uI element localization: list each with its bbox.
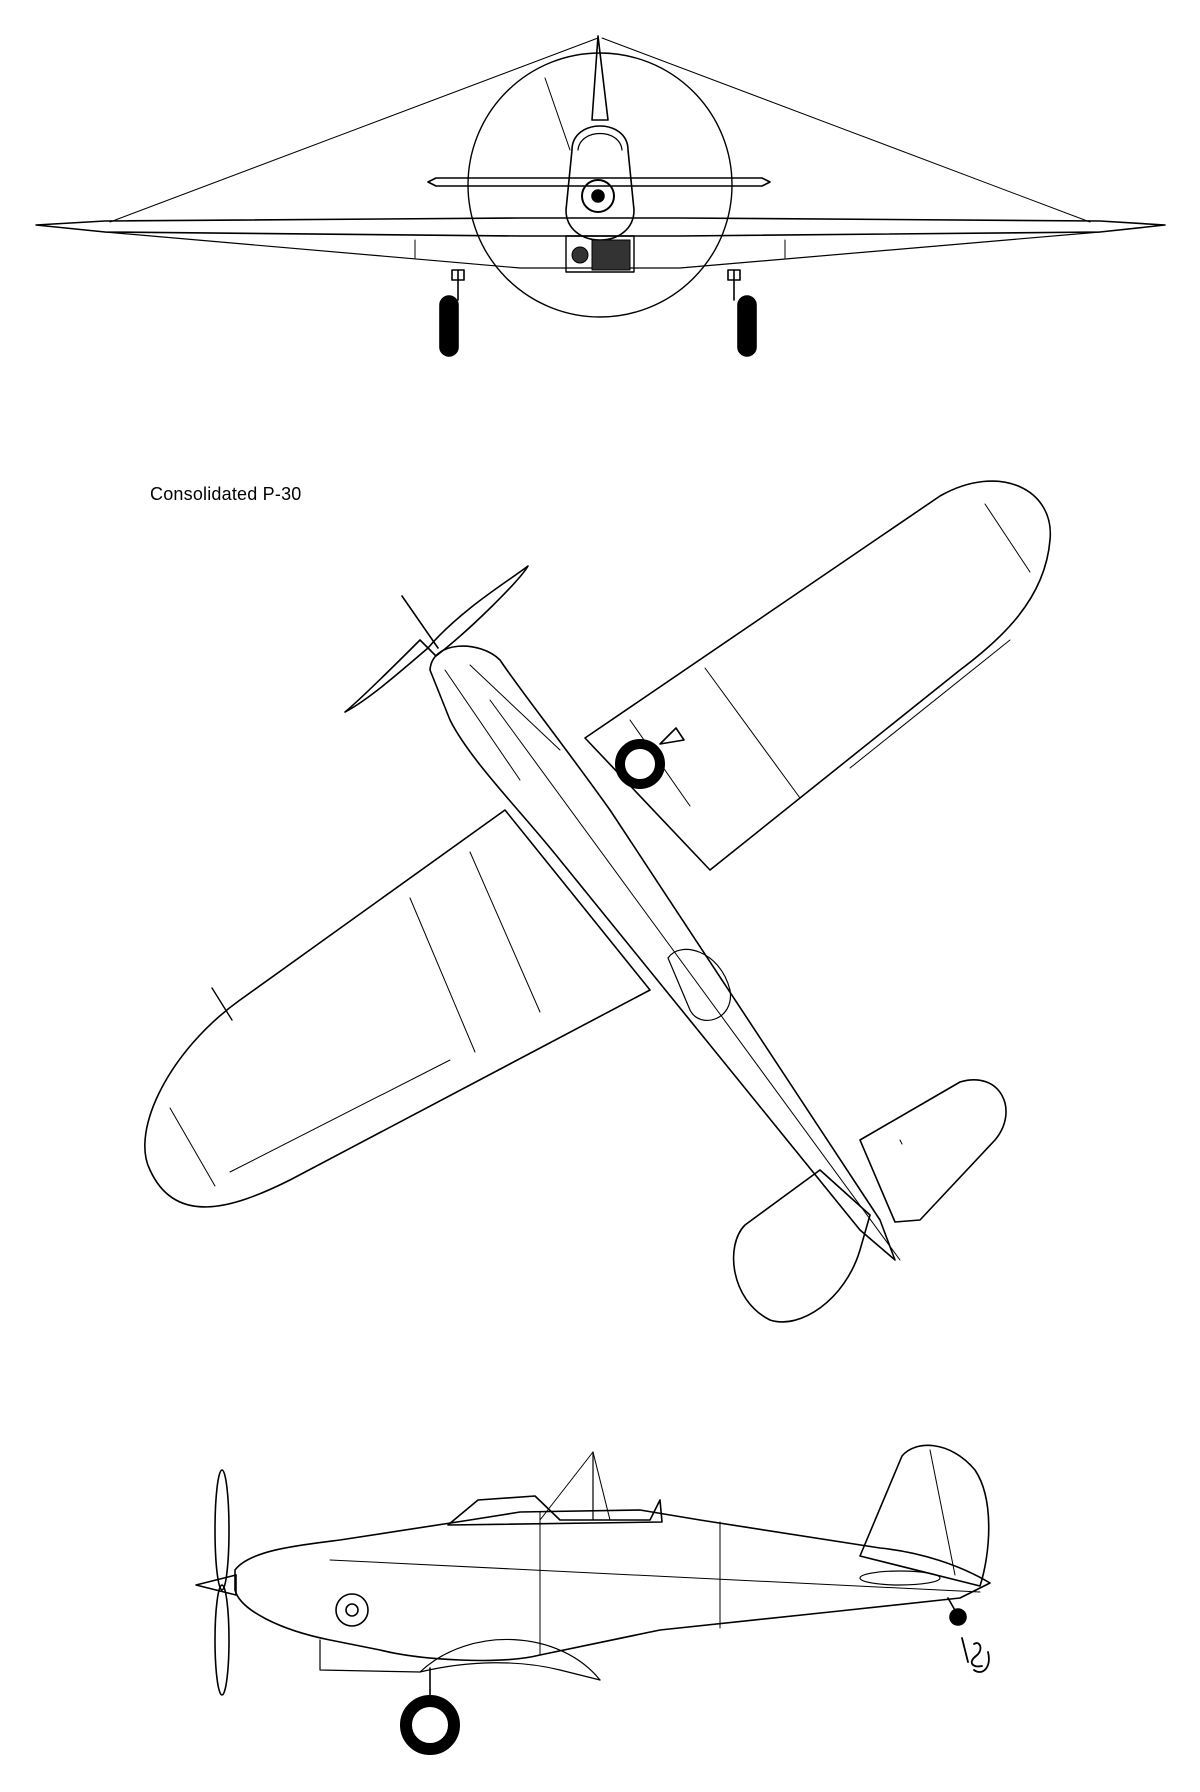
- top-view: [145, 481, 1050, 1322]
- side-main-wheel: [406, 1701, 454, 1749]
- side-tail-wheel: [950, 1609, 966, 1625]
- front-fuselage: [566, 126, 634, 240]
- top-canopy: [668, 949, 730, 1020]
- front-landing-gear-left: [440, 270, 464, 356]
- propeller-disc: [468, 53, 732, 317]
- top-wing-left: [145, 810, 650, 1207]
- side-propeller: [196, 1470, 236, 1695]
- front-spinner: [582, 180, 614, 212]
- front-fin: [592, 36, 608, 120]
- side-fin: [860, 1445, 989, 1586]
- side-canopy: [448, 1496, 662, 1525]
- side-fuselage: [235, 1510, 990, 1660]
- top-tail-right: [860, 1080, 1006, 1222]
- side-view: [196, 1445, 990, 1749]
- artist-signature: [962, 1638, 989, 1672]
- top-wing-right: [585, 481, 1050, 870]
- front-landing-gear-right: [728, 270, 756, 356]
- top-fuselage: [430, 646, 895, 1260]
- side-engine-detail: [336, 1594, 368, 1626]
- top-propeller: [345, 566, 528, 712]
- drawing-title: Consolidated P-30: [150, 484, 302, 504]
- front-view: [36, 36, 1165, 356]
- front-horizontal-tail: [428, 178, 770, 186]
- front-radiator: [566, 236, 634, 272]
- top-wheel: [620, 744, 660, 784]
- front-wing: [36, 218, 1165, 236]
- top-tail-left: [734, 1170, 870, 1322]
